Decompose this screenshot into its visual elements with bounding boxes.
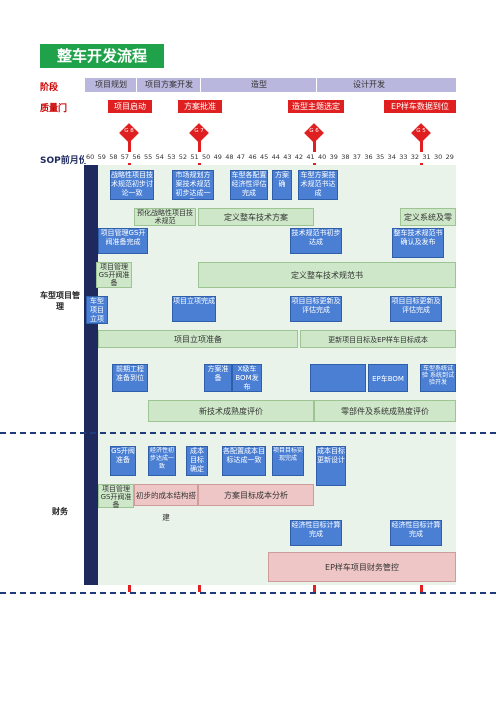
sop-month-31: 31 — [422, 153, 431, 161]
phase-bar — [84, 78, 456, 92]
bar-g5: 项目立项准备 — [98, 330, 298, 348]
box-b22: 各配置成本目标达成一致 — [222, 446, 266, 476]
box-b2: 市场规划方案技术规范初步达成一致 — [172, 170, 214, 200]
sop-month-29: 29 — [445, 153, 454, 161]
bar-p3: EP样车项目财务管控 — [268, 552, 456, 582]
box-b8: 整车技术规范书确认及发布 — [392, 228, 444, 258]
sop-month-49: 49 — [213, 153, 222, 161]
gate-2-num: G 6 — [309, 128, 319, 134]
box-b4: 方案确 — [272, 170, 292, 200]
sop-month-42: 42 — [294, 153, 304, 161]
phase-3: 设计开发 — [316, 78, 421, 92]
sop-month-56: 56 — [132, 153, 141, 161]
sop-month-40: 40 — [318, 153, 327, 161]
box-b1: 战略性项目技术规范初步讨论一致 — [110, 170, 154, 200]
sop-month-55: 55 — [144, 153, 153, 161]
sop-month-36: 36 — [364, 153, 373, 161]
box-b19: GS开阀准备 — [110, 446, 136, 476]
sop-month-52: 52 — [178, 153, 188, 161]
sop-month-45: 45 — [260, 153, 269, 161]
bar-g4: 定义整车技术规范书 — [198, 262, 456, 288]
box-b26: 经济性目标计算完成 — [390, 520, 442, 546]
section-divider-1 — [0, 432, 496, 434]
phase-0: 项目规划 — [84, 78, 137, 92]
bar-p4: 项目管理GS开阀准备 — [98, 484, 134, 509]
box-b17: EP车BOM发布 — [368, 364, 408, 392]
sop-month-43: 43 — [283, 153, 292, 161]
sop-month-34: 34 — [387, 153, 396, 161]
gate-2-label: 造型主题选定 — [288, 100, 344, 113]
sop-month-32: 32 — [410, 153, 420, 161]
sop-month-38: 38 — [341, 153, 350, 161]
gate-1-label: 方案批准 — [178, 100, 222, 113]
sop-month-51: 51 — [190, 153, 199, 161]
sop-month-60: 60 — [86, 153, 95, 161]
box-b3: 车型各配置经济性评估完成 — [230, 170, 268, 200]
sop-month-54: 54 — [155, 153, 164, 161]
box-b18: 车型系统试验 系统到试验开发 — [420, 364, 456, 392]
section-divider-2 — [0, 592, 496, 594]
bar-g6: 更新项目目标及EP样车目标成本 — [300, 330, 456, 348]
box-b23: 项目目标实现完成 — [272, 446, 304, 476]
phase-2: 造型 — [200, 78, 317, 92]
box-b13: 项目目标更新及评估完成 — [390, 296, 442, 322]
sop-month-33: 33 — [399, 153, 408, 161]
phase-row-label: 阶段 — [40, 83, 59, 93]
phase-1: 项目方案开发 — [136, 78, 201, 92]
box-blank — [310, 364, 366, 392]
sop-month-35: 35 — [376, 153, 385, 161]
left-band — [84, 165, 98, 585]
box-b10: 车型项目立项 — [86, 296, 108, 324]
sop-month-44: 44 — [271, 153, 280, 161]
box-b15: 方案准备 — [204, 364, 232, 392]
bar-g8: 零部件及系统成熟度评价 — [314, 400, 456, 422]
sop-month-37: 37 — [352, 153, 362, 161]
gate-3-label: EP样车数据到位 — [384, 100, 456, 113]
sop-month-bar — [84, 152, 456, 163]
sop-month-53: 53 — [167, 153, 176, 161]
bar-p1: 初步的成本结构搭建 — [134, 484, 198, 522]
bar-g3: 定义系统及零部件 — [400, 208, 456, 240]
gate-0-label: 项目启动 — [108, 100, 152, 113]
project-mgmt-label: 车型项目管理 — [40, 291, 80, 311]
sop-month-47: 47 — [236, 153, 246, 161]
sop-month-58: 58 — [109, 153, 118, 161]
gate-row-label: 质量门 — [40, 104, 68, 114]
box-b25: 经济性目标计算完成 — [290, 520, 342, 546]
box-b5: 车型方案技术规范书达成 — [298, 170, 338, 200]
bar-b9: 项目管理GS开阀准备 — [96, 262, 132, 288]
bar-g7: 新技术成熟度评价 — [148, 400, 314, 422]
sop-month-50: 50 — [202, 153, 211, 161]
page-title: 整车开发流程 — [40, 44, 164, 68]
sop-month-46: 46 — [248, 153, 257, 161]
sop-month-59: 59 — [97, 153, 106, 161]
box-b6: 项目管理GS开阀准备完成 — [98, 228, 148, 254]
bar-p2: 方案目标成本分析 — [198, 484, 314, 506]
gate-1-num: G 7 — [194, 128, 204, 134]
box-b24: 成本目标更新设计 — [316, 446, 346, 486]
box-b14: 前期工程准备到位 — [112, 364, 148, 392]
gate-0-num: G 8 — [124, 128, 134, 134]
sop-month-48: 48 — [225, 153, 234, 161]
box-b21: 成本目标确定 — [186, 446, 208, 476]
bar-g2: 定义整车技术方案 — [198, 208, 314, 226]
sop-month-57: 57 — [120, 153, 130, 161]
sop-month-41: 41 — [306, 153, 315, 161]
box-b7: 技术规范书初步达成 — [290, 228, 342, 254]
finance-label: 财务 — [52, 507, 68, 516]
box-b16: X级车BOM发布 — [232, 364, 262, 392]
bar-g1: 预化战略性项目技术规范 — [134, 208, 196, 226]
gate-3-num: G 5 — [416, 128, 426, 134]
box-b12: 项目目标更新及评估完成 — [290, 296, 342, 322]
box-b11: 项目立项完成 — [172, 296, 216, 322]
box-b20: 经济性初步达成一致 — [148, 446, 176, 476]
sop-month-39: 39 — [329, 153, 338, 161]
sop-row-label: SOP前月份 — [40, 156, 88, 166]
sop-month-30: 30 — [434, 153, 443, 161]
